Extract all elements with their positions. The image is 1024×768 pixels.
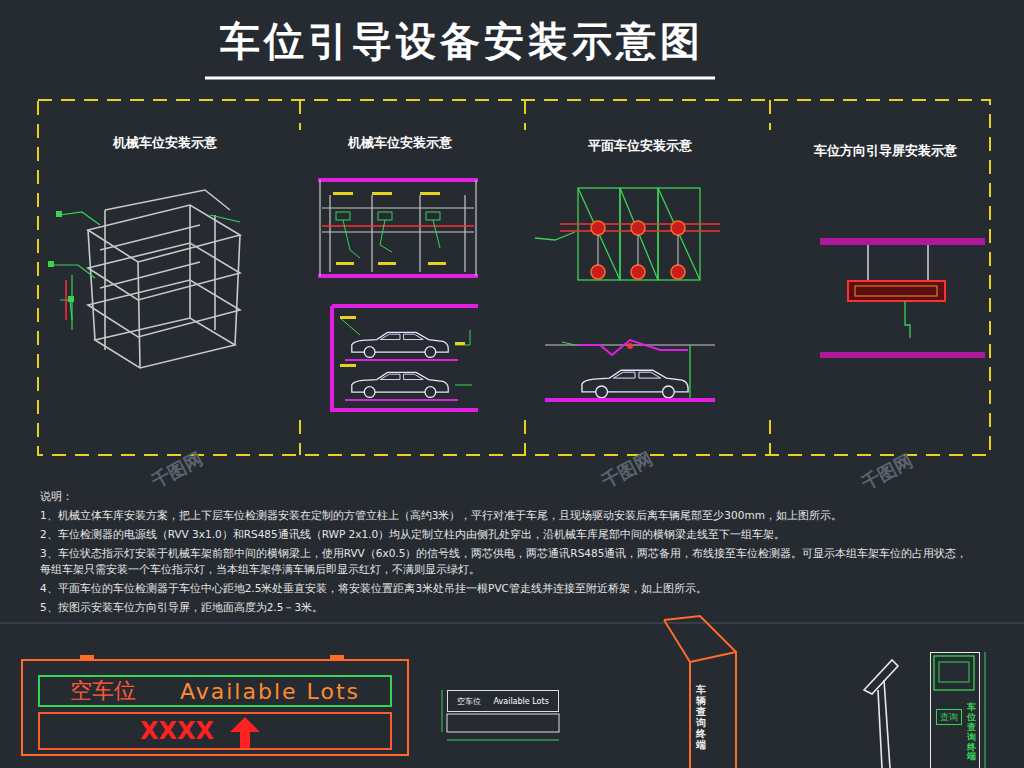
note-line: 4、平面车位的车位检测器于车位中心距地2.5米处垂直安装，将安装位置距离3米处吊… <box>40 580 970 596</box>
node-text: Available Lots <box>180 679 360 704</box>
node-text: 空车位 <box>457 696 481 707</box>
small-led-board: 空车位 Available Lots <box>447 690 559 712</box>
terminal-body: 车位查询终端查询 <box>930 652 980 768</box>
query-kiosk: 车辆查询终端 <box>696 684 712 764</box>
query-button: 查询 <box>936 709 962 725</box>
led-text-row: 空车位 Available Lots <box>38 675 392 707</box>
watermark: 千图网 <box>148 447 207 494</box>
led-count-row: XXXX <box>38 712 392 750</box>
node-text: Available Lots <box>494 697 549 706</box>
watermark: 千图网 <box>598 447 657 494</box>
note-line: 5、按图示安装车位方向引导屏，距地面高度为2.5－3米。 <box>40 599 970 615</box>
panel-heading: 车位方向引导屏安装示意 <box>814 142 957 160</box>
node-text: 车辆查询终端 <box>696 684 706 750</box>
note-heading: 说明： <box>40 488 970 504</box>
notes-block: 说明： 1、机械立体车库安装方案，把上下层车位检测器安装在定制的方管立柱上（高约3… <box>40 488 970 615</box>
node-text: 车位查询终端 <box>967 703 976 762</box>
node-text: XXXX <box>140 717 214 745</box>
page-title: 车位引导设备安装示意图 <box>220 14 704 69</box>
panel-heading: 机械车位安装示意 <box>348 134 452 152</box>
panel-heading: 平面车位安装示意 <box>588 137 692 155</box>
note-line: 3、车位状态指示灯安装于机械车架前部中间的横钢梁上，使用RVV（6x0.5）的信… <box>40 545 970 577</box>
note-line: 1、机械立体车库安装方案，把上下层车位检测器安装在定制的方管立柱上（高约3米），… <box>40 507 970 523</box>
node-text: 查询 <box>940 711 958 724</box>
note-line: 2、车位检测器的电源线（RVV 3x1.0）和RS485通讯线（RWP 2x1.… <box>40 526 970 542</box>
node-text: 空车位 <box>70 676 136 706</box>
panel-heading: 机械车位安装示意 <box>113 134 217 152</box>
